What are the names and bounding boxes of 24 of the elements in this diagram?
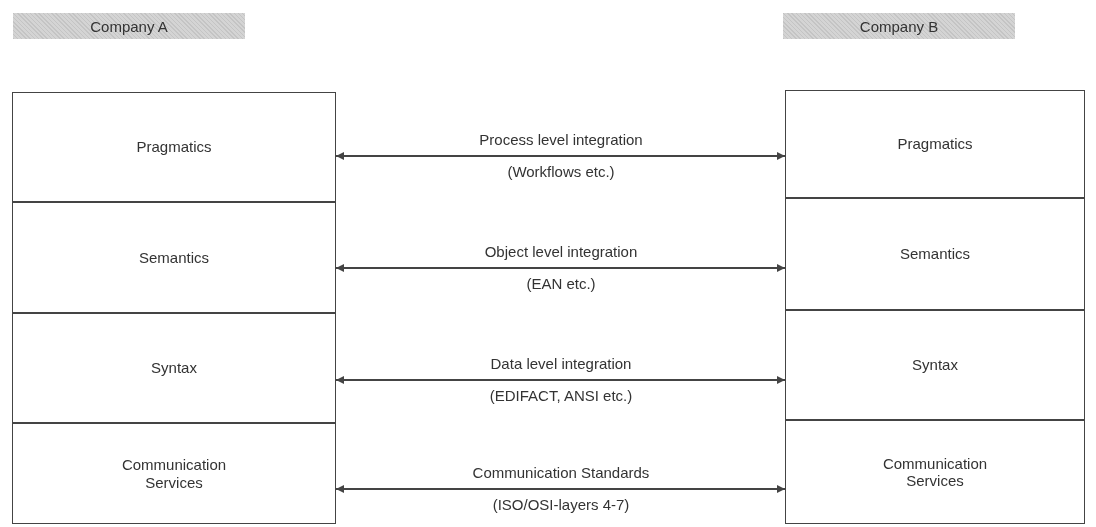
double-arrow	[335, 152, 786, 160]
layer-label: Pragmatics	[897, 135, 973, 153]
layer-box	[12, 92, 336, 202]
layer-box	[12, 202, 336, 313]
double-arrow	[335, 264, 786, 272]
layer-box	[785, 310, 1085, 420]
layer-label: Semantics	[900, 245, 970, 263]
double-arrow	[335, 485, 786, 493]
layer-label: Communication Services	[120, 456, 228, 491]
layer-label: Syntax	[151, 359, 197, 377]
company-label: Company A	[90, 17, 168, 35]
layer-box	[12, 313, 336, 423]
layer-box	[785, 90, 1085, 198]
header-bar	[13, 13, 245, 39]
double-arrow	[335, 376, 786, 384]
layer-box	[12, 423, 336, 524]
header-bar	[783, 13, 1015, 39]
layer-box	[785, 198, 1085, 310]
layer-box	[785, 420, 1085, 524]
layer-label: Semantics	[139, 248, 209, 267]
layer-label: Syntax	[912, 356, 958, 374]
layer-label: Pragmatics	[136, 138, 212, 156]
layer-label: Communication Services	[881, 454, 989, 490]
company-label: Company B	[859, 17, 939, 35]
